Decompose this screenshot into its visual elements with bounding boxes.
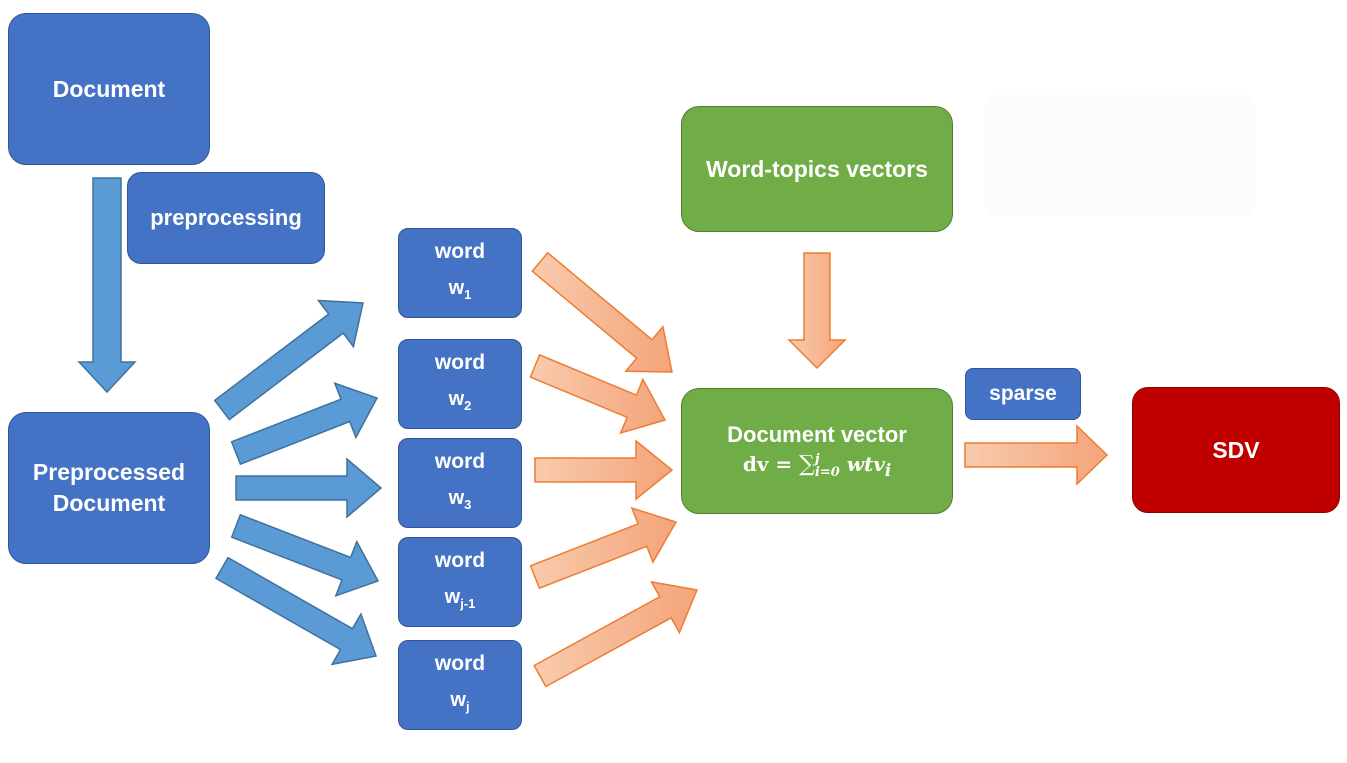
word-node-3: word w3 <box>398 438 522 528</box>
word-node-1: word w1 <box>398 228 522 318</box>
word-label: word <box>434 548 486 572</box>
arrow-preprocessed-to-word-2 <box>230 382 379 466</box>
arrow-word-1-to-document-vector <box>531 251 673 373</box>
arrow-document-vector-to-sdv <box>964 424 1109 486</box>
word-node-2: word w2 <box>398 339 522 429</box>
sparse-label-node: sparse <box>965 368 1081 420</box>
preprocessing-label-node: preprocessing <box>127 172 325 264</box>
word-topics-node: Word-topics vectors <box>681 106 953 232</box>
arrow-preprocessed-to-word-j-1 <box>230 513 380 598</box>
word-topics-label: Word-topics vectors <box>706 155 928 182</box>
faint-placeholder-box <box>985 95 1255 215</box>
word-node-j: word wj <box>398 640 522 730</box>
word-symbol: wj-1 <box>444 585 476 611</box>
preprocessing-label: preprocessing <box>150 205 302 230</box>
arrow-document-to-preprocessed <box>77 177 137 394</box>
arrow-word-2-to-document-vector <box>529 353 667 435</box>
word-label: word <box>434 239 486 263</box>
arrow-preprocessed-to-word-3 <box>235 457 383 519</box>
arrow-word-j-1-to-document-vector <box>529 506 678 590</box>
word-symbol: w2 <box>448 387 472 413</box>
word-symbol: w1 <box>448 276 472 302</box>
arrow-word-j-to-document-vector <box>533 580 699 688</box>
arrow-word-topics-to-document-vector <box>787 252 847 370</box>
preprocessed-label-line2: Document <box>52 490 166 516</box>
sdv-label: SDV <box>1212 436 1260 463</box>
preprocessed-label-line1: Preprocessed <box>32 459 186 485</box>
word-symbol: wj <box>450 688 470 714</box>
document-vector-label: Document vector <box>727 422 907 447</box>
word-node-j-1: word wj-1 <box>398 537 522 627</box>
word-label: word <box>434 651 486 675</box>
sdv-node: SDV <box>1132 387 1340 513</box>
word-symbol: w3 <box>448 486 472 512</box>
document-node: Document <box>8 13 210 165</box>
sparse-label: sparse <box>989 382 1057 405</box>
arrow-preprocessed-to-word-j <box>214 556 378 666</box>
word-label: word <box>434 350 486 374</box>
arrow-word-3-to-document-vector <box>534 439 674 501</box>
arrow-preprocessed-to-word-1 <box>213 299 364 421</box>
preprocessed-document-node: Preprocessed Document <box>8 412 210 564</box>
word-label: word <box>434 449 486 473</box>
document-label: Document <box>52 75 166 102</box>
